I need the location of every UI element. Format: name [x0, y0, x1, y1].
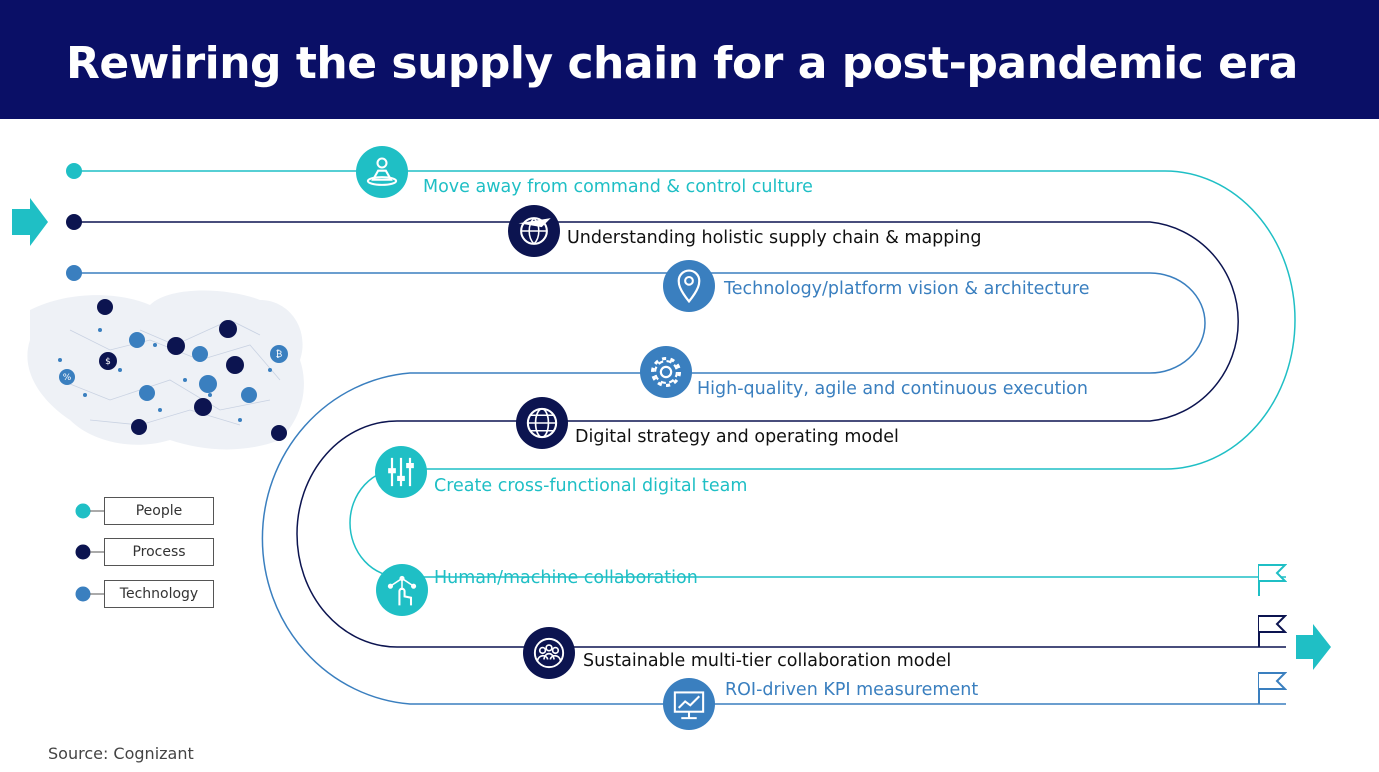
step-icon-3	[663, 260, 715, 312]
start-dot-people	[66, 163, 82, 179]
step-icon-2	[508, 205, 560, 257]
legend-people: People	[104, 497, 214, 525]
step-label-5: Digital strategy and operating model	[575, 427, 899, 447]
step-icon-4	[640, 346, 692, 398]
legend-process: Process	[104, 538, 214, 566]
legend-markers	[75, 503, 105, 602]
start-dot-process	[66, 214, 82, 230]
legend-technology: Technology	[104, 580, 214, 608]
step-icon-6	[375, 446, 427, 498]
header-banner: Rewiring the supply chain for a post-pan…	[0, 0, 1379, 119]
flag-people-icon	[1258, 564, 1286, 596]
technology-path	[74, 272, 1286, 705]
step-label-8: Sustainable multi-tier collaboration mod…	[583, 651, 952, 671]
flag-process-icon	[1258, 615, 1286, 647]
sliders-icon	[387, 456, 415, 488]
step-icon-8	[523, 627, 575, 679]
step-label-6: Create cross-functional digital team	[434, 476, 748, 496]
step-label-4: High-quality, agile and continuous execu…	[697, 379, 1088, 399]
step-icon-1	[356, 146, 408, 198]
step-icon-9	[663, 678, 715, 730]
process-path	[74, 221, 1286, 648]
start-arrow-icon	[12, 198, 48, 246]
flag-technology-icon	[1258, 672, 1286, 704]
page-title: Rewiring the supply chain for a post-pan…	[66, 38, 1298, 89]
step-icon-7	[376, 564, 428, 616]
end-arrow-icon	[1296, 624, 1331, 670]
step-label-3: Technology/platform vision & architectur…	[724, 279, 1090, 299]
svg-text:₿: ₿	[276, 349, 283, 360]
step-label-2: Understanding holistic supply chain & ma…	[567, 228, 982, 248]
source-note: Source: Cognizant	[48, 744, 194, 763]
people-path	[74, 170, 1296, 578]
step-label-1: Move away from command & control culture	[423, 177, 813, 197]
step-icon-5	[516, 397, 568, 449]
step-label-9: ROI-driven KPI measurement	[725, 680, 979, 700]
start-dot-technology	[66, 265, 82, 281]
svg-text:%: %	[63, 373, 72, 383]
svg-text:$: $	[105, 357, 111, 367]
world-map-icon: $% ₿	[27, 290, 304, 450]
step-label-7: Human/machine collaboration	[434, 568, 698, 588]
